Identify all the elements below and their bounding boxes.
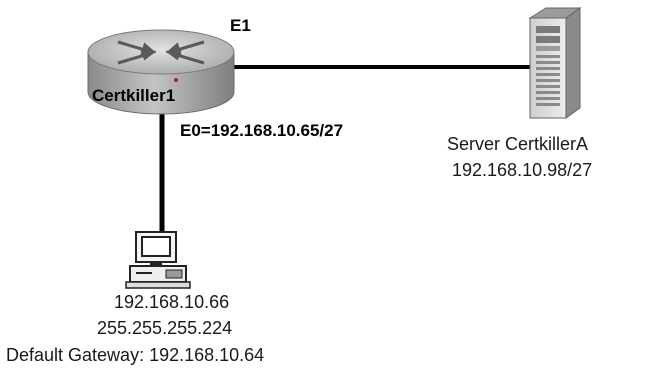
router-e1-interface-label: E1 <box>230 16 251 35</box>
router-name-label: Certkiller1 <box>92 86 176 105</box>
router-e0-interface-label: E0=192.168.10.65/27 <box>180 121 344 140</box>
pc-gateway-label: Default Gateway: 192.168.10.64 <box>6 345 265 365</box>
pc-icon <box>125 231 191 289</box>
server-ip-label: 192.168.10.98/27 <box>452 160 593 180</box>
server-icon <box>528 7 582 119</box>
router-icon <box>87 29 235 115</box>
server-name-label: Server CertkillerA <box>447 134 589 154</box>
pc-ip-label: 192.168.10.66 <box>114 292 230 312</box>
pc-mask-label: 255.255.255.224 <box>97 318 233 338</box>
